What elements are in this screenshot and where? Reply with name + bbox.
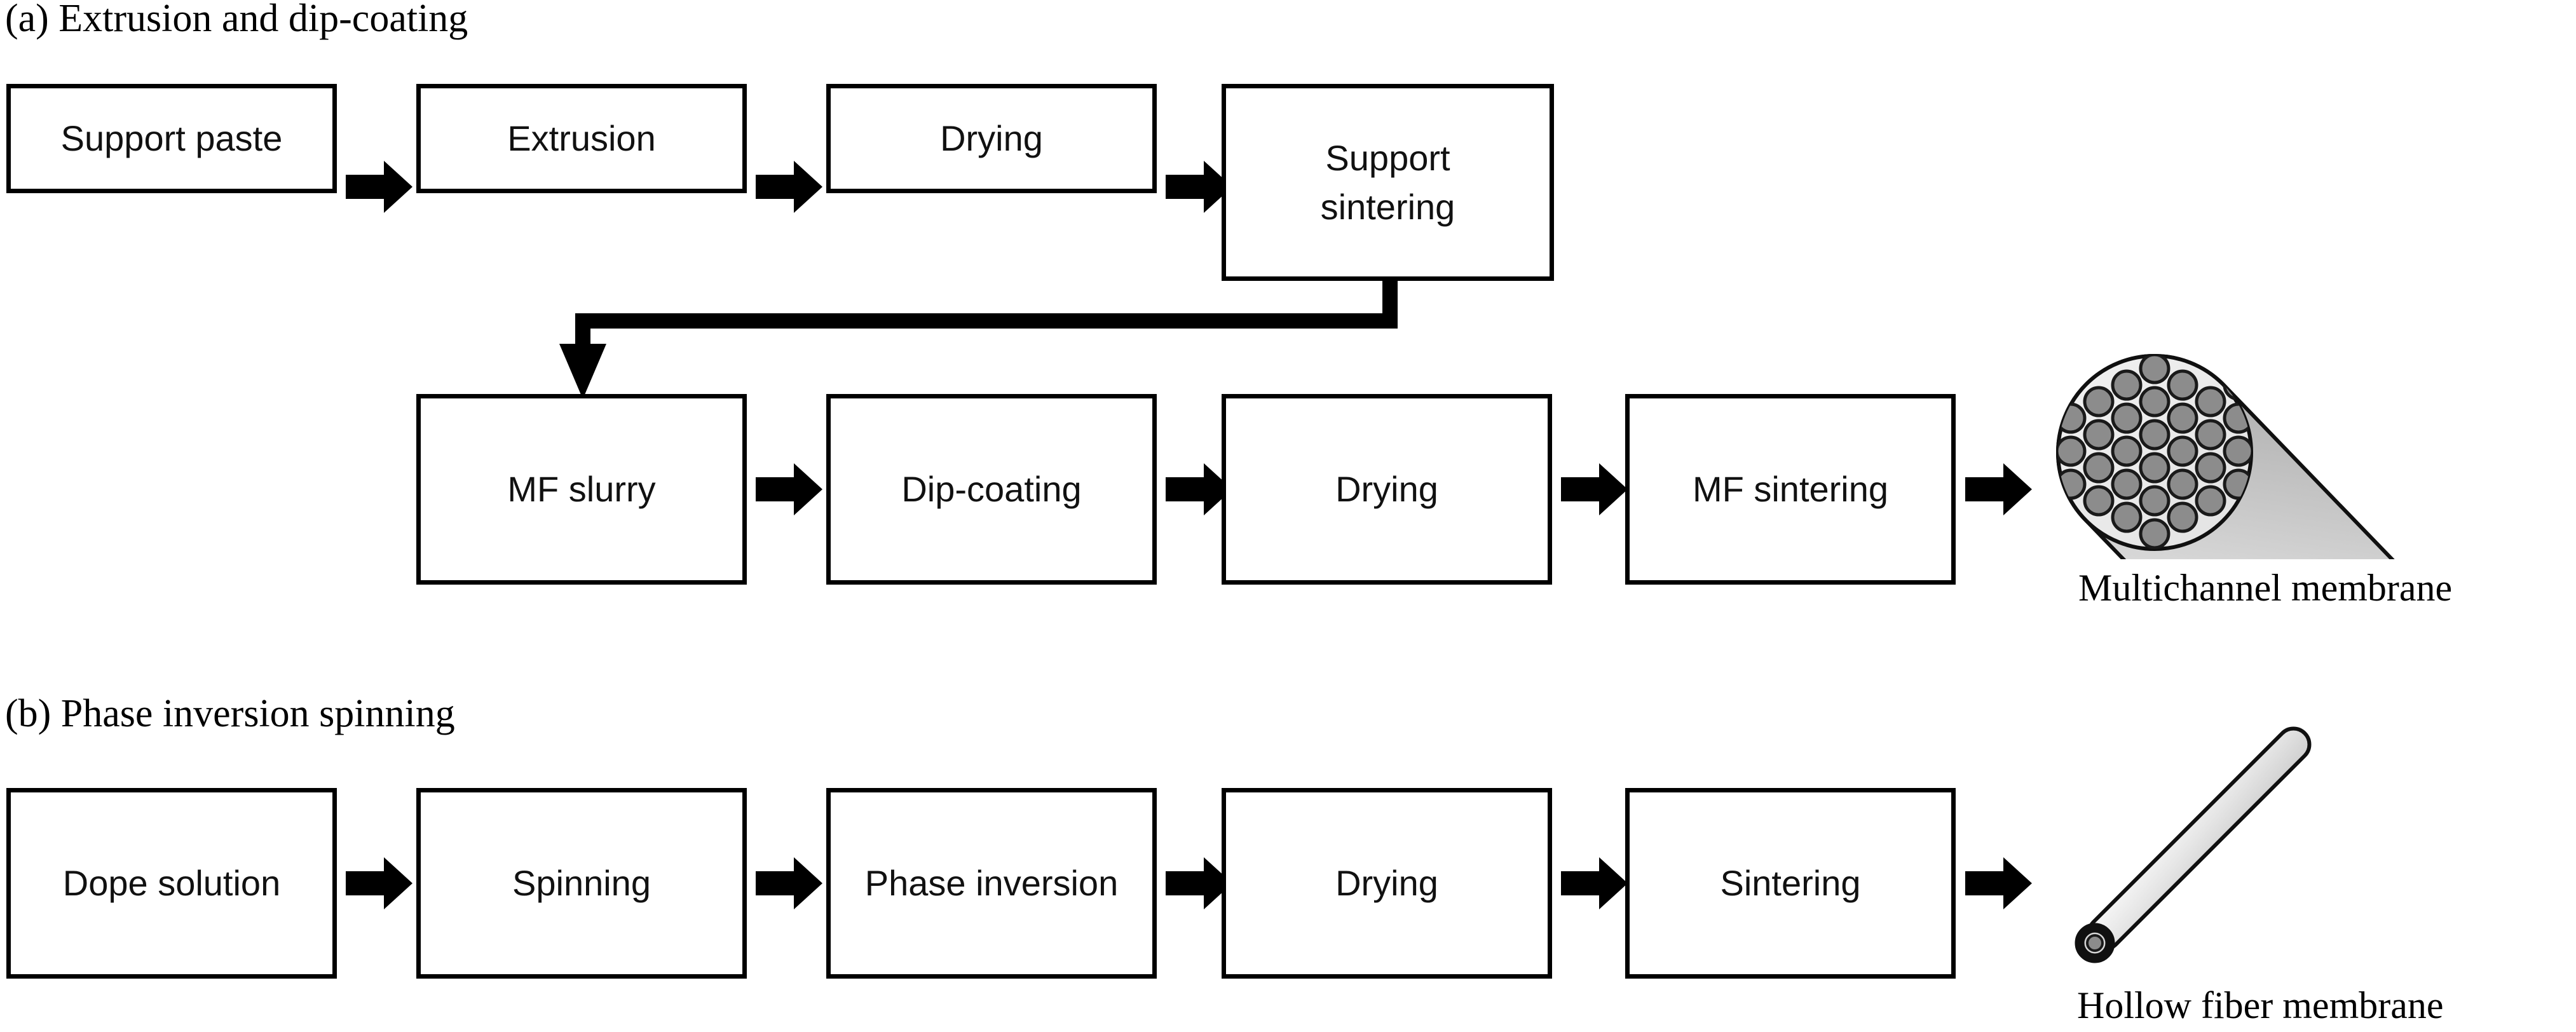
arrow-icon [346,161,412,213]
process-box-label: Spinning [512,863,651,904]
process-box-label: Sintering [1720,863,1861,904]
process-box-spinning[interactable]: Spinning [416,788,747,979]
process-box-drying-a2[interactable]: Drying [1222,394,1552,585]
process-box-phase-inversion[interactable]: Phase inversion [826,788,1157,979]
process-box-label: Extrusion [507,118,656,159]
process-box-label: MF slurry [507,469,656,510]
process-box-label: Drying [940,118,1043,159]
process-box-label: MF sintering [1692,469,1889,510]
process-box-label: Support sintering [1320,137,1455,227]
process-box-dope-solution[interactable]: Dope solution [6,788,337,979]
hollow-fiber-membrane-icon [2053,712,2345,966]
process-box-support-paste[interactable]: Support paste [6,84,337,193]
section-b-caption: (b) Phase inversion spinning [5,692,455,735]
section-a-caption: (a) Extrusion and dip-coating [5,0,468,40]
process-box-label: Drying [1335,469,1438,510]
multichannel-membrane-icon [2034,25,2576,559]
process-box-sintering[interactable]: Sintering [1625,788,1956,979]
arrow-icon [1561,463,1628,515]
process-box-label: Drying [1335,863,1438,904]
arrow-icon [1561,857,1628,909]
arrow-icon [756,161,822,213]
elbow-connector-arrow [559,278,1411,399]
process-box-mf-slurry[interactable]: MF slurry [416,394,747,585]
process-box-support-sintering[interactable]: Support sintering [1222,84,1554,281]
process-box-dip-coating[interactable]: Dip-coating [826,394,1157,585]
arrow-icon [1965,463,2032,515]
process-box-drying-b[interactable]: Drying [1222,788,1552,979]
arrow-icon [1166,161,1232,213]
process-box-label: Support paste [60,118,283,159]
process-box-label: Dip-coating [901,469,1082,510]
arrow-icon [1166,857,1232,909]
arrow-icon [1965,857,2032,909]
arrow-icon [756,463,822,515]
arrow-icon [756,857,822,909]
arrow-icon [346,857,412,909]
process-box-mf-sintering[interactable]: MF sintering [1625,394,1956,585]
arrow-icon [1166,463,1232,515]
process-box-label: Phase inversion [864,863,1119,904]
process-box-label: Dope solution [62,863,281,904]
hollow-fiber-membrane-label: Hollow fiber membrane [2077,984,2444,1026]
process-box-extrusion[interactable]: Extrusion [416,84,747,193]
multichannel-membrane-label: Multichannel membrane [2078,567,2453,609]
process-box-drying-a1[interactable]: Drying [826,84,1157,193]
